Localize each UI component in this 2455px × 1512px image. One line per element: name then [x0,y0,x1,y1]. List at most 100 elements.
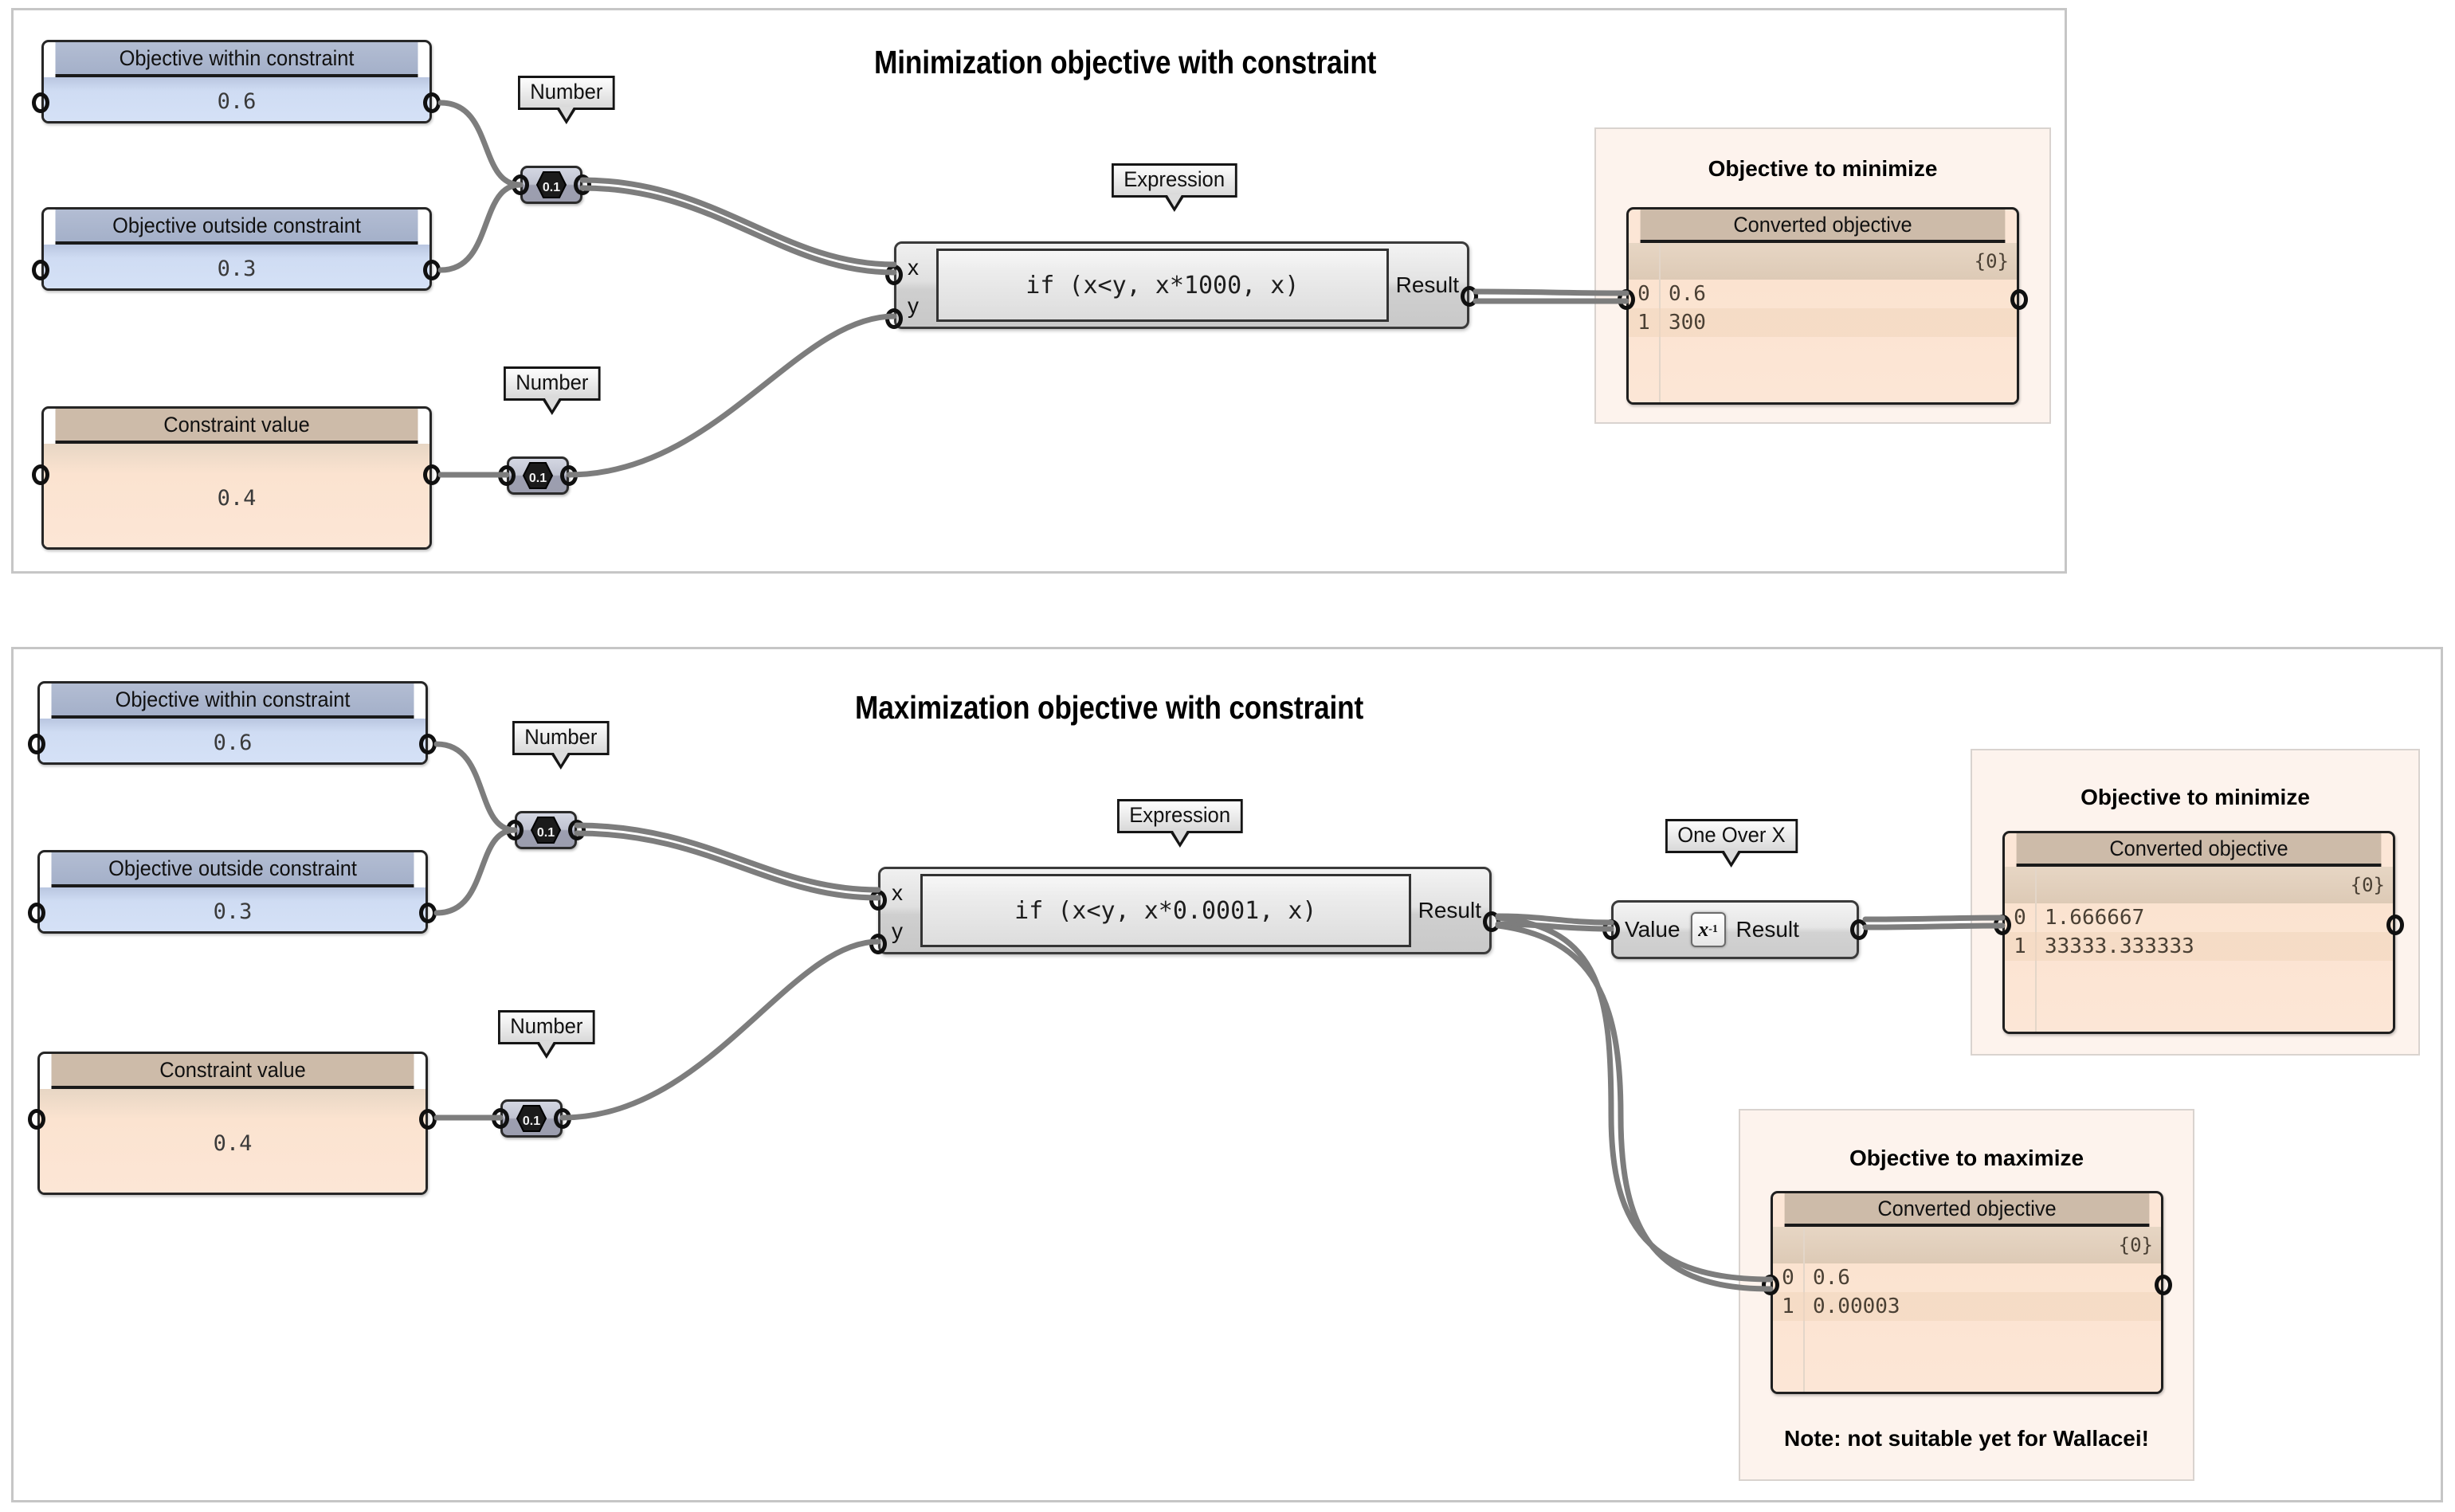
svg-text:0.1: 0.1 [537,826,555,840]
expression-formula-field[interactable]: if (x<y, x*1000, x) [936,249,1389,322]
panel-input-port[interactable] [1762,1275,1779,1295]
table-row: 1 33333.333333 [2005,932,2393,961]
one-over-x-input-port[interactable] [1602,919,1620,940]
slider-output-port[interactable] [423,260,441,280]
row-index: 0 [2014,906,2026,930]
slider-output-port[interactable] [419,1109,437,1130]
row-index: 0 [1782,1266,1794,1290]
slider-input-port[interactable] [32,464,49,485]
slider-value[interactable]: 0.6 [44,77,429,121]
slider-label: Objective within constraint [55,42,418,77]
panel-rows: 0 1.666667 1 33333.333333 [2005,903,2393,961]
row-index: 1 [1637,311,1650,335]
number-hex-icon: 0.1 [530,817,562,844]
panel-input-port[interactable] [1994,915,2011,935]
slider-output-port[interactable] [419,734,437,754]
expression-input-ports: x y [896,244,936,327]
expression-component[interactable]: x y if (x<y, x*1000, x) Result [894,241,1469,329]
slider-output-port[interactable] [423,92,441,113]
panel-body: {0} 0 0.6 1 0.00003 [1773,1227,2161,1392]
expression-output-port[interactable] [1461,286,1478,307]
expression-input-x-port[interactable] [885,264,903,285]
table-row: 1 300 [1629,308,2017,337]
slider-objective-outside-constraint[interactable]: Objective outside constraint 0.3 [37,850,428,934]
panel-output-port[interactable] [2155,1275,2172,1295]
expression-input-x-label[interactable]: x [892,880,903,905]
converted-objective-panel-min[interactable]: Converted objective {0} 0 0.6 1 300 [1626,207,2019,405]
slider-input-port[interactable] [32,260,49,280]
slider-objective-within-constraint[interactable]: Objective within constraint 0.6 [37,681,428,765]
slider-input-port[interactable] [32,92,49,113]
expression-callout: Expression [1117,799,1243,848]
callout-label: Number [510,1014,583,1038]
expression-output-port[interactable] [1483,911,1500,932]
slider-input-port[interactable] [28,734,45,754]
number-output-port[interactable] [560,465,578,486]
row-value: 300 [1669,311,1706,335]
one-over-x-input-label[interactable]: Value [1625,917,1680,942]
slider-value[interactable]: 0.4 [40,1089,426,1193]
expression-output-label[interactable]: Result [1395,272,1459,297]
panel-output-port[interactable] [2386,915,2404,935]
converted-objective-panel-max[interactable]: Converted objective {0} 0 0.6 1 0.00003 [1771,1191,2163,1394]
number-component-constraint[interactable]: 0.1 [500,1099,563,1138]
number-hex-icon: 0.1 [535,171,567,198]
expression-output-label[interactable]: Result [1418,898,1481,922]
slider-input-port[interactable] [28,903,45,923]
callout-tail-icon [541,398,563,415]
slider-constraint-value[interactable]: Constraint value 0.4 [41,406,432,550]
panel-header: Converted objective [2016,833,2382,867]
slider-output-port[interactable] [419,903,437,923]
number-input-port[interactable] [506,820,524,840]
one-over-x-output-label[interactable]: Result [1735,917,1799,942]
expression-input-y-port[interactable] [885,308,903,329]
expression-input-y-label[interactable]: y [908,293,919,318]
number-output-port[interactable] [568,820,586,840]
panel-rows: 0 0.6 1 300 [1629,280,2017,337]
slider-value[interactable]: 0.4 [44,444,429,547]
number-callout-bottom: Number [504,366,601,415]
callout-tail-icon [1169,830,1190,848]
number-input-port[interactable] [498,465,516,486]
slider-objective-outside-constraint[interactable]: Objective outside constraint 0.3 [41,207,432,291]
panel-path-label: {0} [2118,1234,2153,1256]
converted-objective-panel-min-bottom[interactable]: Converted objective {0} 0 1.666667 1 333… [2002,831,2395,1034]
x-inverse-icon: x-1 [1690,912,1726,947]
panel-output-port[interactable] [2010,289,2028,310]
one-over-x-component[interactable]: Value x-1 Result [1611,900,1859,959]
number-input-port[interactable] [492,1108,509,1129]
slider-output-port[interactable] [423,464,441,485]
slider-label: Objective within constraint [51,684,414,719]
callout-label: Expression [1129,803,1231,827]
wallacei-note: Note: not suitable yet for Wallacei! [1784,1426,2149,1451]
panel-rows: 0 0.6 1 0.00003 [1773,1263,2161,1321]
expression-input-x-label[interactable]: x [908,255,919,280]
number-output-port[interactable] [574,174,591,195]
expression-formula-field[interactable]: if (x<y, x*0.0001, x) [920,874,1411,947]
slider-input-port[interactable] [28,1109,45,1130]
number-hex-icon: 0.1 [522,462,554,489]
expression-input-y-port[interactable] [869,934,887,954]
slider-value[interactable]: 0.3 [40,887,426,931]
panel-header: Converted objective [1640,210,2006,243]
panel-path-label: {0} [1974,250,2009,272]
slider-objective-within-constraint[interactable]: Objective within constraint 0.6 [41,40,432,123]
slider-constraint-value[interactable]: Constraint value 0.4 [37,1052,428,1195]
callout-label: Expression [1124,167,1226,191]
one-over-x-output-port[interactable] [1850,919,1868,940]
number-component-objectives[interactable]: 0.1 [520,166,582,204]
callout-tail-icon [1720,850,1743,868]
panel-path-label: {0} [2350,874,2385,896]
expression-input-x-port[interactable] [869,890,887,911]
number-input-port[interactable] [512,174,529,195]
table-row: 0 0.6 [1629,280,2017,308]
number-output-port[interactable] [554,1108,571,1129]
expression-input-y-label[interactable]: y [892,919,903,943]
slider-value[interactable]: 0.6 [40,719,426,762]
expression-component[interactable]: x y if (x<y, x*0.0001, x) Result [878,867,1492,954]
callout-label: Number [524,725,598,749]
panel-input-port[interactable] [1618,289,1635,310]
slider-value[interactable]: 0.3 [44,245,429,288]
callout-label: One Over X [1677,823,1786,847]
